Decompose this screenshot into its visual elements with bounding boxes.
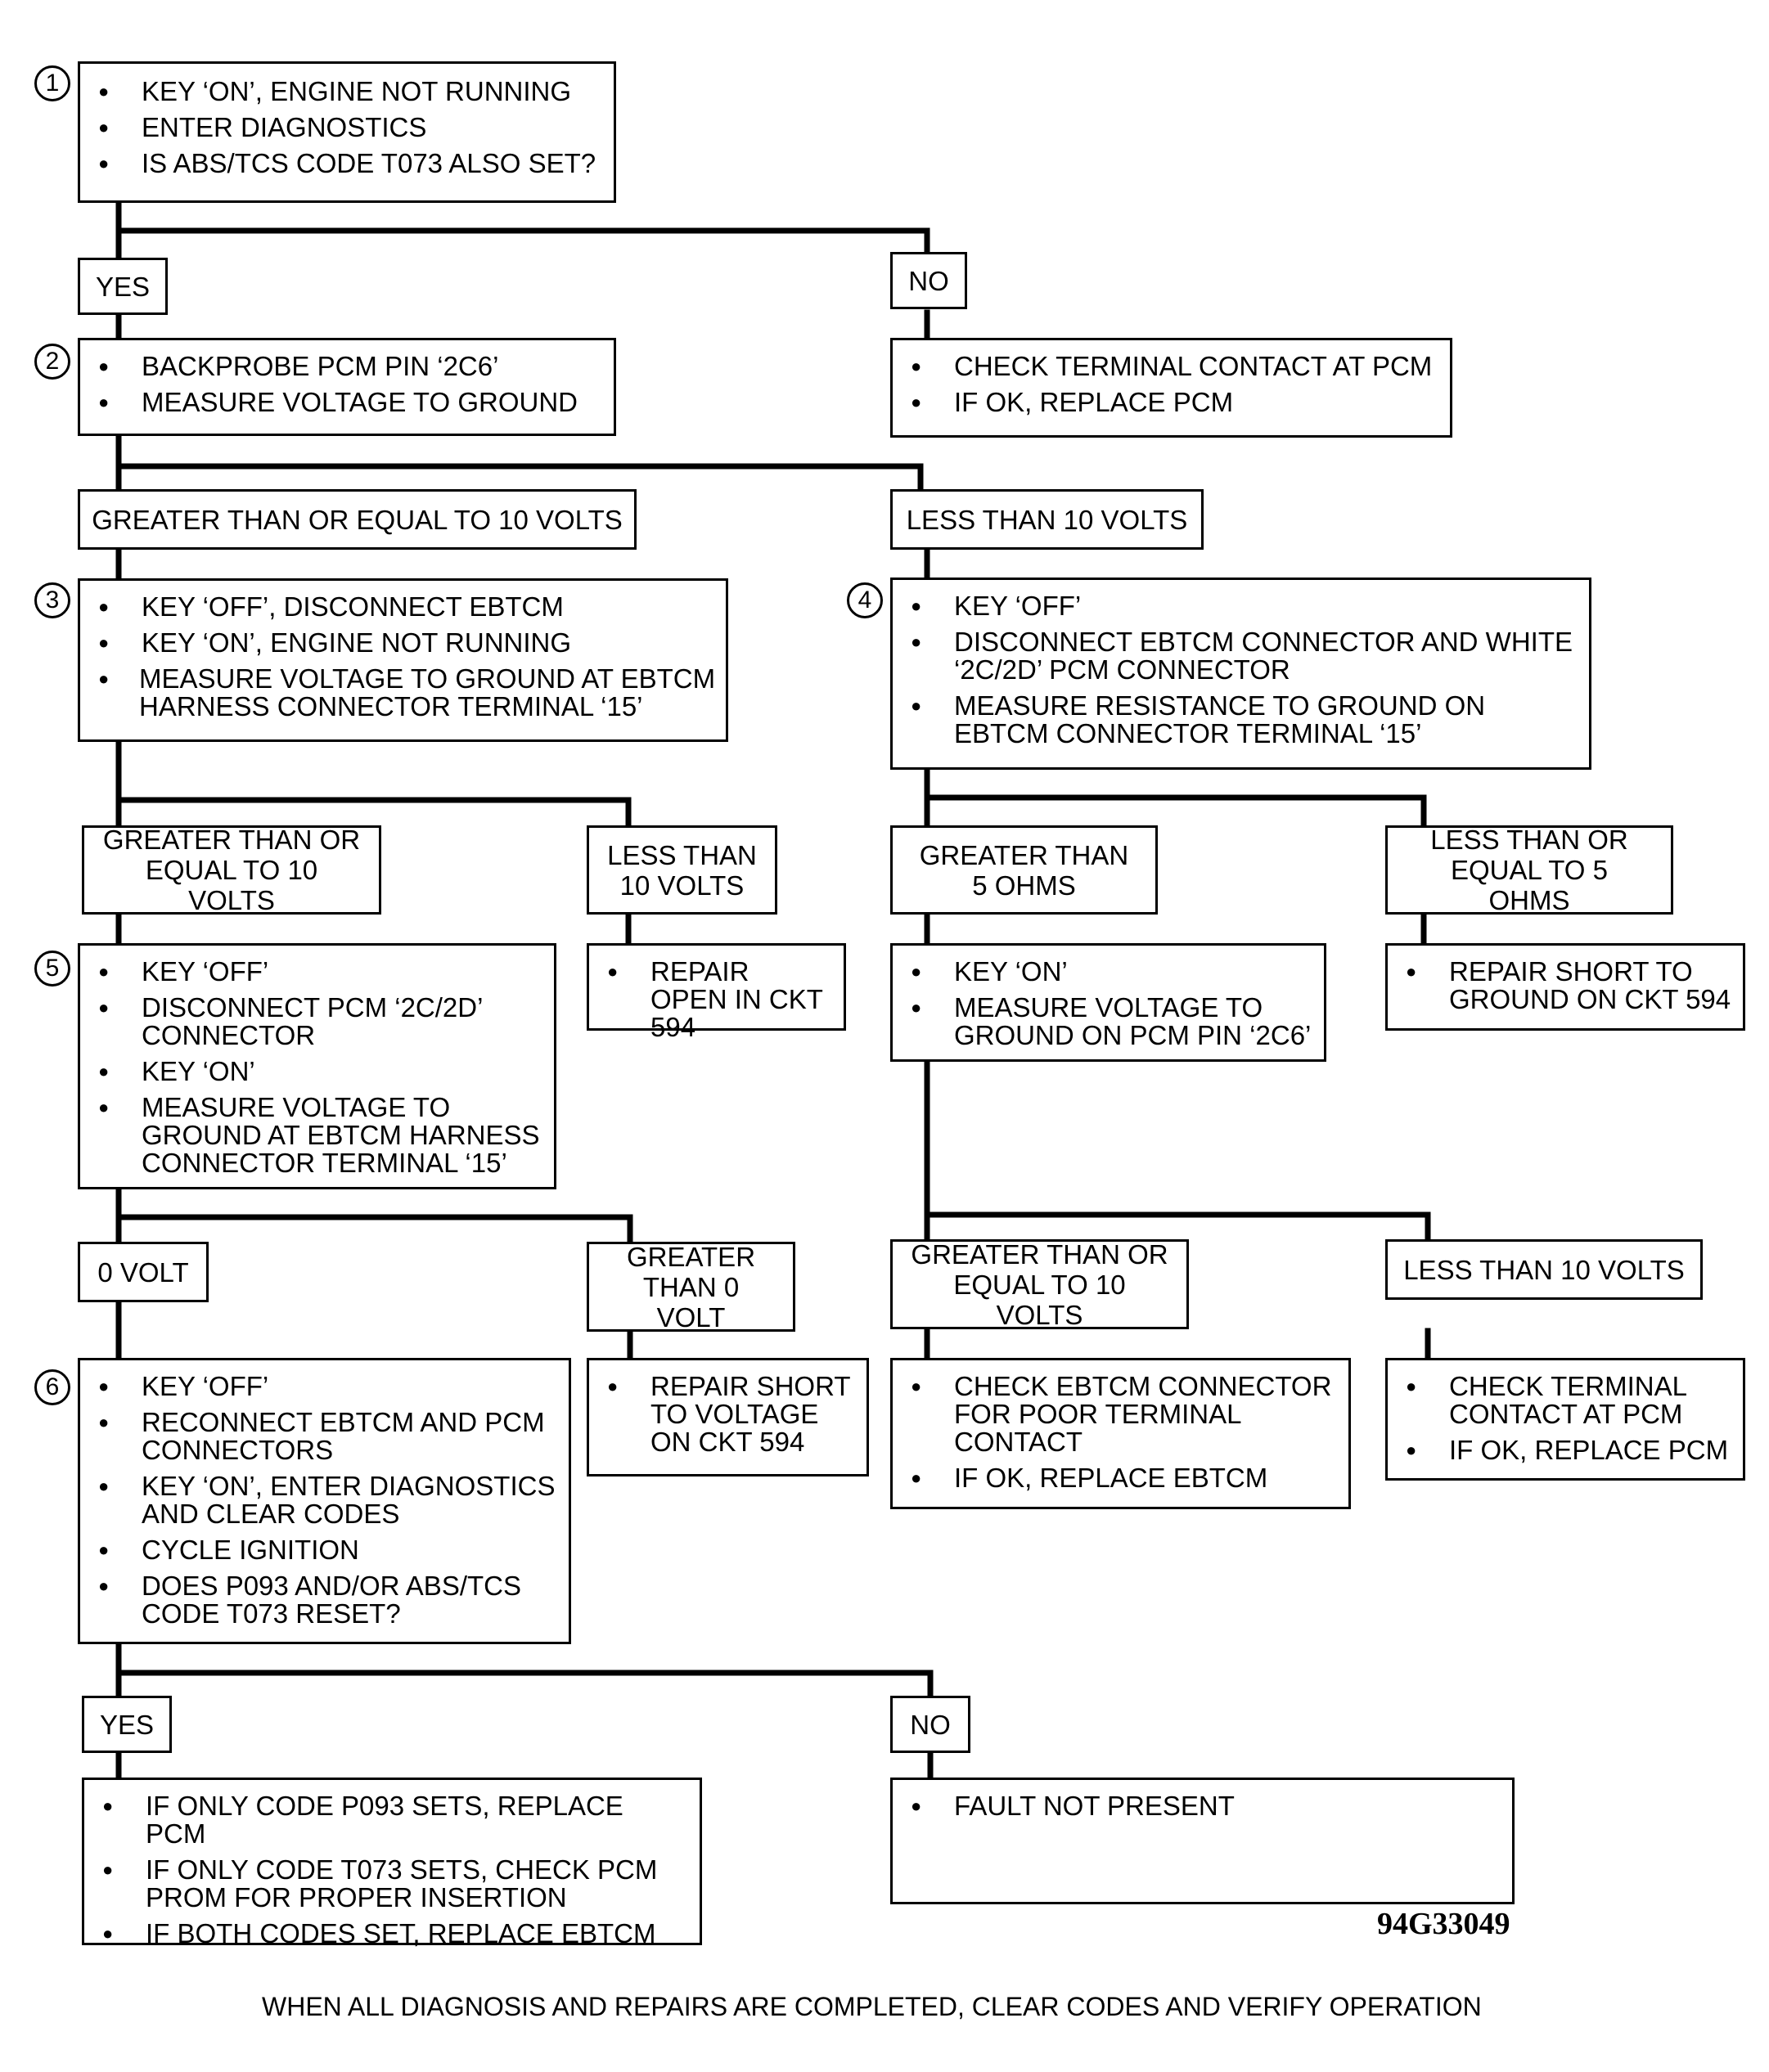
repair-open-box: REPAIR OPEN IN CKT 594	[587, 943, 846, 1041]
step-5-item: MEASURE VOLTAGE TO GROUND AT EBTCM HARNE…	[80, 1094, 544, 1177]
final-no-box: FAULT NOT PRESENT	[890, 1778, 1515, 1904]
final-yes-item: IF BOTH CODES SET, REPLACE EBTCM	[84, 1920, 690, 1948]
check-terminal-box-b: CHECK TERMINAL CONTACT AT PCM IF OK, REP…	[1385, 1358, 1745, 1481]
step-6-item: KEY ‘OFF’	[80, 1373, 559, 1401]
gte-10-volts-label: GREATER THAN OR EQUAL TO 10 VOLTS	[78, 489, 637, 550]
final-yes-item: IF ONLY CODE T073 SETS, CHECK PCM PROM F…	[84, 1856, 690, 1912]
measure-2c6-item: KEY ‘ON’	[893, 958, 1314, 987]
step-number-4: 4	[847, 582, 883, 618]
step-1-item: IS ABS/TCS CODE T073 ALSO SET?	[80, 150, 604, 178]
step-4-item: DISCONNECT EBTCM CONNECTOR AND WHITE ‘2C…	[893, 628, 1579, 684]
step-6-item: RECONNECT EBTCM AND PCM CONNECTORS	[80, 1409, 559, 1464]
no-label-1: NO	[890, 252, 967, 309]
measure-2c6-box: KEY ‘ON’ MEASURE VOLTAGE TO GROUND ON PC…	[890, 943, 1326, 1062]
final-yes-item: IF ONLY CODE P093 SETS, REPLACE PCM	[84, 1792, 690, 1848]
final-yes-box: IF ONLY CODE P093 SETS, REPLACE PCM IF O…	[82, 1778, 702, 1948]
step-5-item: KEY ‘OFF’	[80, 958, 544, 987]
step-2-item: BACKPROBE PCM PIN ‘2C6’	[80, 353, 604, 381]
yes-label-2: YES	[82, 1696, 172, 1753]
no-1-action-item: CHECK TERMINAL CONTACT AT PCM	[893, 353, 1440, 381]
step-2-item: MEASURE VOLTAGE TO GROUND	[80, 389, 604, 417]
repair-short-ground-box: REPAIR SHORT TO GROUND ON CKT 594	[1385, 943, 1745, 1031]
final-no-item: FAULT NOT PRESENT	[893, 1792, 1502, 1821]
figure-id: 94G33049	[1377, 1907, 1510, 1941]
no-1-action-item: IF OK, REPLACE PCM	[893, 389, 1440, 417]
step-number-5: 5	[34, 951, 70, 987]
step-number-3: 3	[34, 582, 70, 618]
gte-10-volts-label-b: GREATER THAN OR EQUAL TO 10 VOLTS	[82, 825, 381, 915]
repair-short-voltage-item: REPAIR SHORT TO VOLTAGE ON CKT 594	[589, 1373, 850, 1456]
step-5-box: KEY ‘OFF’ DISCONNECT PCM ‘2C/2D’ CONNECT…	[78, 943, 556, 1189]
step-1-item: KEY ‘ON’, ENGINE NOT RUNNING	[80, 78, 604, 106]
lt-10-volts-label: LESS THAN 10 VOLTS	[890, 489, 1204, 550]
check-ebtcm-box: CHECK EBTCM CONNECTOR FOR POOR TERMINAL …	[890, 1358, 1351, 1509]
lt-10-volts-label-c: LESS THAN 10 VOLTS	[1385, 1239, 1703, 1300]
step-6-item: KEY ‘ON’, ENTER DIAGNOSTICS AND CLEAR CO…	[80, 1472, 559, 1528]
step-3-item: KEY ‘ON’, ENGINE NOT RUNNING	[80, 629, 716, 658]
gte-10-volts-label-c: GREATER THAN OR EQUAL TO 10 VOLTS	[890, 1239, 1189, 1330]
no-1-action-box: CHECK TERMINAL CONTACT AT PCM IF OK, REP…	[890, 338, 1452, 438]
yes-label-1: YES	[78, 258, 168, 315]
check-ebtcm-item: CHECK EBTCM CONNECTOR FOR POOR TERMINAL …	[893, 1373, 1339, 1456]
zero-volt-label: 0 VOLT	[78, 1242, 209, 1302]
step-4-box: KEY ‘OFF’ DISCONNECT EBTCM CONNECTOR AND…	[890, 578, 1591, 770]
measure-2c6-item: MEASURE VOLTAGE TO GROUND ON PCM PIN ‘2C…	[893, 994, 1314, 1049]
check-ebtcm-item: IF OK, REPLACE EBTCM	[893, 1464, 1339, 1493]
check-terminal-item-b: CHECK TERMINAL CONTACT AT PCM	[1388, 1373, 1733, 1428]
step-1-item: ENTER DIAGNOSTICS	[80, 114, 604, 142]
step-number-2: 2	[34, 344, 70, 380]
repair-open-item: REPAIR OPEN IN CKT 594	[589, 958, 827, 1041]
lt-10-volts-label-b: LESS THAN 10 VOLTS	[587, 825, 777, 915]
step-6-item: CYCLE IGNITION	[80, 1536, 559, 1565]
footer-note: WHEN ALL DIAGNOSIS AND REPAIRS ARE COMPL…	[262, 1992, 1482, 2021]
step-3-box: KEY ‘OFF’, DISCONNECT EBTCM KEY ‘ON’, EN…	[78, 578, 728, 742]
repair-short-ground-item: REPAIR SHORT TO GROUND ON CKT 594	[1388, 958, 1733, 1014]
step-4-item: MEASURE RESISTANCE TO GROUND ON EBTCM CO…	[893, 692, 1579, 748]
step-3-item: KEY ‘OFF’, DISCONNECT EBTCM	[80, 593, 716, 622]
repair-short-voltage-box: REPAIR SHORT TO VOLTAGE ON CKT 594	[587, 1358, 869, 1476]
gt-5-ohms-label: GREATER THAN 5 OHMS	[890, 825, 1158, 915]
step-5-item: DISCONNECT PCM ‘2C/2D’ CONNECTOR	[80, 994, 544, 1049]
step-2-box: BACKPROBE PCM PIN ‘2C6’ MEASURE VOLTAGE …	[78, 338, 616, 436]
step-1-box: KEY ‘ON’, ENGINE NOT RUNNING ENTER DIAGN…	[78, 61, 616, 203]
no-label-2: NO	[890, 1696, 970, 1753]
step-6-box: KEY ‘OFF’ RECONNECT EBTCM AND PCM CONNEC…	[78, 1358, 571, 1644]
step-number-1: 1	[34, 65, 70, 101]
step-number-6: 6	[34, 1369, 70, 1405]
step-5-item: KEY ‘ON’	[80, 1058, 544, 1086]
check-terminal-item-b: IF OK, REPLACE PCM	[1388, 1436, 1733, 1465]
step-3-item: MEASURE VOLTAGE TO GROUND AT EBTCM HARNE…	[80, 665, 716, 721]
lte-5-ohms-label: LESS THAN OR EQUAL TO 5 OHMS	[1385, 825, 1673, 915]
step-4-item: KEY ‘OFF’	[893, 592, 1579, 621]
step-6-item: DOES P093 AND/OR ABS/TCS CODE T073 RESET…	[80, 1572, 559, 1628]
gt-0-volt-label: GREATER THAN 0 VOLT	[587, 1242, 795, 1333]
